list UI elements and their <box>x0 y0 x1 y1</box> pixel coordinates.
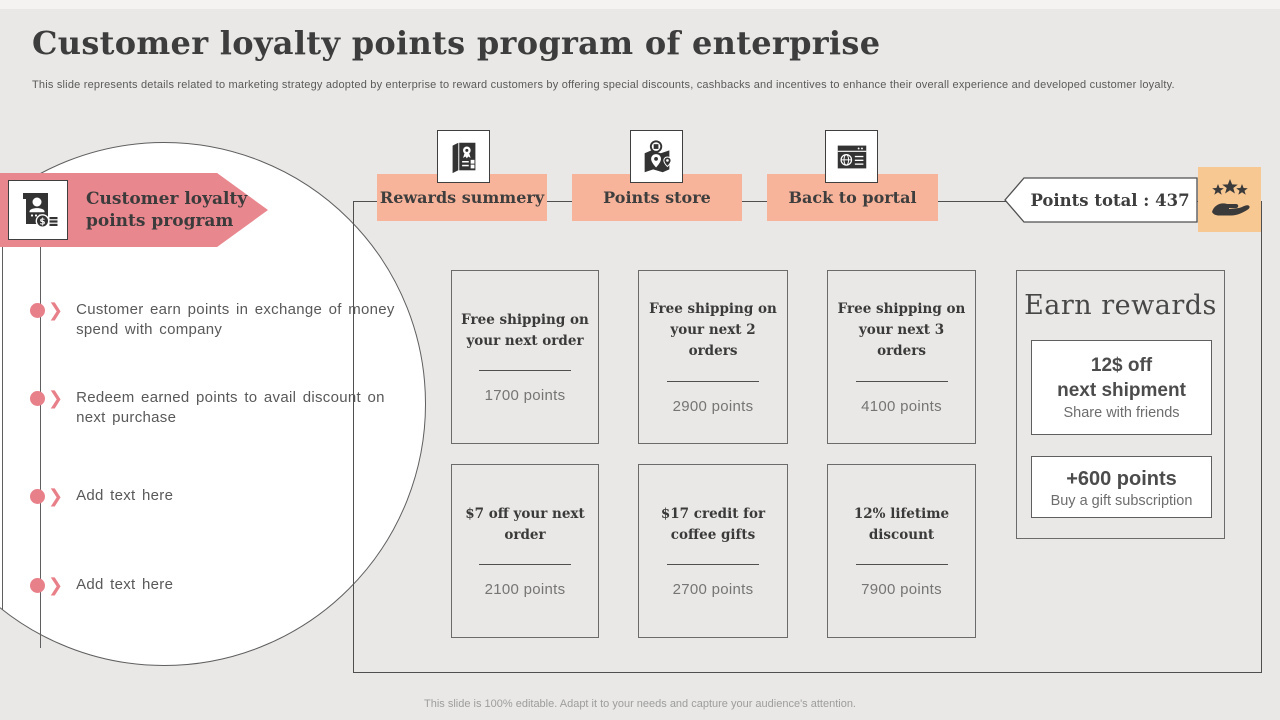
browser-portal-icon-box <box>825 130 878 183</box>
reward-title: 12% lifetime discount <box>853 505 950 543</box>
bullet-dot-icon <box>30 578 45 593</box>
reward-card[interactable]: Free shipping on your next 3 orders 4100… <box>827 270 976 444</box>
banner-shape <box>1004 177 1198 223</box>
bullet-marker: ❯ <box>30 301 63 320</box>
bullet-text: Customer earn points in exchange of mone… <box>76 301 395 338</box>
footer-note: This slide is 100% editable. Adapt it to… <box>424 698 856 710</box>
offer-line: next shipment <box>1057 380 1186 401</box>
divider <box>855 564 948 566</box>
reward-title: Free shipping on your next order <box>461 311 589 349</box>
chevron-right-icon: ❯ <box>48 575 64 596</box>
offer-caption: Share with friends <box>1063 404 1180 421</box>
program-icon-box: $ <box>8 180 68 240</box>
bullet-dot-icon <box>30 391 45 406</box>
points-badge <box>1198 167 1261 232</box>
rewards-summary-icon <box>452 142 475 173</box>
page-subtitle: This slide represents details related to… <box>32 79 1175 91</box>
points-store-icon <box>644 139 672 172</box>
reward-card[interactable]: $17 credit for coffee gifts 2700 points <box>638 464 788 638</box>
rewards-summary-icon-box <box>437 130 490 183</box>
offer-line: +600 points <box>1066 467 1177 490</box>
divider <box>855 380 948 382</box>
chevron-right-icon: ❯ <box>48 486 64 507</box>
tab-label: Rewards summery <box>379 188 545 207</box>
bullet-marker: ❯ <box>30 576 63 595</box>
tab-label: Back to portal <box>788 188 917 207</box>
bullet-item: ❯ Redeem earned points to avail discount… <box>30 388 400 427</box>
reward-points: 2700 points <box>672 581 754 599</box>
reward-points: 1700 points <box>484 387 566 405</box>
svg-text:$: $ <box>40 217 46 227</box>
reward-card[interactable]: 12% lifetime discount 7900 points <box>827 464 976 638</box>
reward-points: 7900 points <box>861 581 942 599</box>
reward-points: 2900 points <box>672 397 754 415</box>
chevron-right-icon: ❯ <box>48 300 64 321</box>
page-title: Customer loyalty points program of enter… <box>32 24 881 62</box>
program-ribbon-label: Customer loyalty points program <box>86 188 248 231</box>
reward-card[interactable]: $7 off your next order 2100 points <box>451 464 599 638</box>
reward-points: 2100 points <box>484 581 566 599</box>
bullet-item: ❯ Add text here <box>30 486 400 506</box>
bullet-timeline <box>40 246 41 648</box>
divider <box>667 564 759 566</box>
bullet-text: Redeem earned points to avail discount o… <box>76 389 385 426</box>
offer-line: 12$ off <box>1090 355 1153 377</box>
divider <box>479 564 571 566</box>
offer-caption: Buy a gift subscription <box>1050 492 1193 509</box>
loyalty-card-icon: $ <box>23 193 58 228</box>
reward-title: Free shipping on your next 3 orders <box>837 301 966 359</box>
offer-gift-subscription[interactable]: +600 points Buy a gift subscription <box>1031 456 1212 518</box>
bullet-dot-icon <box>30 489 45 504</box>
divider <box>667 380 759 382</box>
bullet-item: ❯ Customer earn points in exchange of mo… <box>30 300 400 339</box>
top-strip <box>0 0 1280 9</box>
points-total-banner: Points total : 437 <box>1003 177 1199 223</box>
bullet-text: Add text here <box>76 576 174 593</box>
bullet-item: ❯ Add text here <box>30 575 400 595</box>
bullet-dot-icon <box>30 303 45 318</box>
offer-next-shipment[interactable]: 12$ off next shipment Share with friends <box>1031 340 1212 435</box>
circle-left-edge-line <box>2 198 3 610</box>
reward-points: 4100 points <box>861 397 942 415</box>
points-store-icon-box <box>630 130 683 183</box>
browser-portal-icon <box>837 145 866 168</box>
reward-card[interactable]: Free shipping on your next 2 orders 2900… <box>638 270 788 444</box>
points-total-label: Points total : 437 <box>1030 190 1190 210</box>
bullet-text: Add text here <box>76 487 174 504</box>
reward-card[interactable]: Free shipping on your next order 1700 po… <box>451 270 599 444</box>
reward-title: Free shipping on your next 2 orders <box>649 301 777 359</box>
earn-rewards-title: Earn rewards <box>1024 290 1217 321</box>
bullet-marker: ❯ <box>30 487 63 506</box>
tab-label: Points store <box>603 188 711 207</box>
hand-stars-icon <box>1211 178 1250 216</box>
divider <box>479 370 571 372</box>
reward-title: $7 off your next order <box>465 505 585 543</box>
reward-title: $17 credit for coffee gifts <box>660 505 766 543</box>
chevron-right-icon: ❯ <box>48 388 64 409</box>
bullet-marker: ❯ <box>30 389 63 408</box>
earn-rewards-panel: Earn rewards 12$ off next shipment Share… <box>1016 270 1225 539</box>
